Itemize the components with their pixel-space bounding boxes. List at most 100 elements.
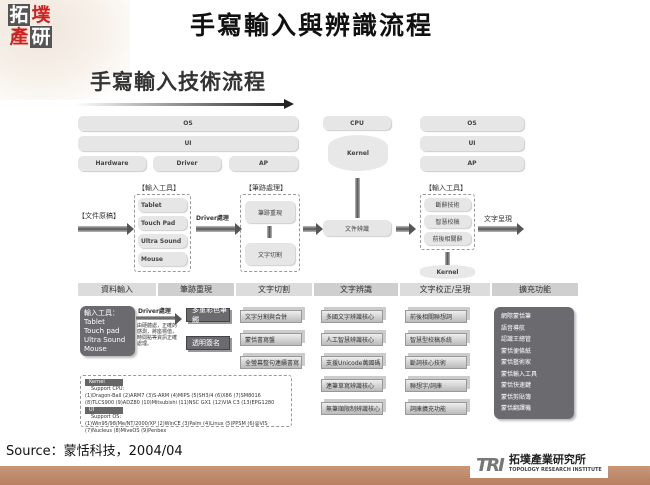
input-tools-title: 輸入工具： xyxy=(84,309,119,317)
driver-description: 由硬體處，正確的感測，將座標值，時間點等資訊正確處理。 xyxy=(137,323,178,347)
flow-arrow-icon xyxy=(78,223,134,235)
kernel-bottom-cylinder: Kernel xyxy=(420,265,475,279)
extension-item: 蒙恬剪貼簿 xyxy=(501,393,532,401)
hardware-layer: Hardware xyxy=(78,156,146,171)
segmentation-item: 蒙恬書寫盤 xyxy=(240,333,302,346)
tri-mark: TRI xyxy=(476,454,505,476)
stage-header-correction: 文字校正/呈現 xyxy=(400,283,490,296)
bidirectional-arrow-icon xyxy=(445,252,450,266)
word-segmentation: 斷辭技術 xyxy=(424,198,471,211)
recognition-item: 人工智慧辨識核心 xyxy=(321,333,383,346)
diagram-subtitle: 手寫輸入技術流程 xyxy=(90,69,266,94)
recognition-item: 連筆草寫辨識核心 xyxy=(321,379,383,392)
flow-arrow-icon xyxy=(136,313,182,325)
right-ap-layer: AP xyxy=(420,156,524,171)
down-arrow-icon xyxy=(267,226,272,238)
tri-footer-logo: TRI 拓墣產業研究所 TOPOLOGY RESEARCH INSTITUTE xyxy=(470,452,608,478)
support-cpu-line: (8)TLCS900 (9)ADZ80 (10)Mitsubishi (11)N… xyxy=(85,400,275,406)
right-tools-group xyxy=(420,194,475,250)
extension-item: 蒙恬輸入工具 xyxy=(501,370,538,378)
logo-char: 拓 xyxy=(8,4,30,26)
source-caption: Source：蒙恬科技，2004/04 xyxy=(6,444,183,459)
stroke-processing-label: 【筆跡處理】 xyxy=(245,184,287,192)
support-os-title: Support OS: xyxy=(91,414,122,420)
recognition-item: 多國文字辨識核心 xyxy=(321,310,383,323)
extension-item: 蒙恬翻譯機 xyxy=(501,405,532,412)
tri-name-en: TOPOLOGY RESEARCH INSTITUTE xyxy=(508,467,602,473)
tool-ultra-sound: Ultra Sound xyxy=(138,234,187,248)
extension-item: 蒙恬便條紙 xyxy=(501,347,532,355)
correction-item: 聯想字/詞庫 xyxy=(405,379,467,392)
tool-mouse: Mouse xyxy=(138,252,187,266)
context-words: 前後相關辭 xyxy=(424,232,471,245)
tool-tablet: Tablet xyxy=(138,198,187,212)
extension-item: 網際蒙恬筆 xyxy=(501,313,532,320)
smart-proofreading: 智慧校稿 xyxy=(424,215,471,228)
input-tool: Ultra Sound xyxy=(84,336,126,344)
input-tool: Tablet xyxy=(84,318,105,326)
ap-layer: AP xyxy=(229,156,298,171)
right-ui-layer: UI xyxy=(420,136,524,151)
driver-processing-label-2: Driver處理 xyxy=(138,308,171,315)
ui-tag: UI xyxy=(85,407,123,414)
stage-header-recognition: 文字辨識 xyxy=(314,283,398,296)
extension-item: 蒙恬快速鍵 xyxy=(501,382,532,389)
input-tool: Touch pad xyxy=(84,327,120,335)
recognition-item: 無筆順限制辨識核心 xyxy=(321,402,383,415)
kernel-cylinder: Kernel xyxy=(328,135,388,171)
source-document-label: 【文件原稿】 xyxy=(78,212,120,220)
extension-item: 蒙恬藝術家 xyxy=(501,359,532,366)
segmentation-item: 文字分割與合併 xyxy=(240,310,302,323)
flow-arrow-icon xyxy=(396,223,416,235)
recognition-item: 支援Unicode萬國碼 xyxy=(321,356,383,369)
document-recognition: 文件辨識 xyxy=(323,220,391,236)
support-cpu-line: (1)Dragon-Ball (2)ARM7 (3)S-ARM (4)MIPS … xyxy=(85,393,261,399)
extension-item: 語音導航 xyxy=(501,324,526,332)
data-input-box: 輸入工具： Tablet Touch pad Ultra Sound Mouse xyxy=(80,306,135,356)
extensions-box: 網際蒙恬筆 語音導航 認識王總管 蒙恬便條紙 蒙恬藝術家 蒙恬輸入工具 蒙恬快速… xyxy=(494,307,574,419)
title-arrow-icon xyxy=(284,99,294,109)
support-os-line: (7)Nucleus (8)MiveOS (9)Penbex xyxy=(85,428,167,434)
flow-arrow-icon xyxy=(196,223,242,235)
transparent-signature: 透明簽名 xyxy=(186,336,230,350)
extension-item: 認識王總管 xyxy=(501,336,532,343)
correction-item: 斷詞核心技術 xyxy=(405,356,467,369)
left-os-layer: OS xyxy=(78,116,298,131)
input-tools-group xyxy=(134,194,191,272)
text-segmentation: 文字切割 xyxy=(245,243,295,265)
stage-header-stroke: 筆跡重現 xyxy=(158,283,234,296)
support-os-line: (1)Win95/98/Me/NT/2000/XP (2)WinCE (3)Pa… xyxy=(85,421,268,427)
stage-header-segmentation: 文字切割 xyxy=(236,283,312,296)
tool-touch-pad: Touch Pad xyxy=(138,216,187,230)
multi-color-stroke: 多重彩色筆觸 xyxy=(186,306,230,324)
tri-name: 拓墣產業研究所 TOPOLOGY RESEARCH INSTITUTE xyxy=(509,454,602,476)
title-underline xyxy=(75,103,287,106)
correction-item: 智慧型校稿系統 xyxy=(405,333,467,346)
stage-header-data-input: 資料輸入 xyxy=(78,283,156,296)
flow-arrow-icon xyxy=(303,223,323,235)
text-output-label: 文字呈現 xyxy=(484,215,512,223)
logo-char: 墣 xyxy=(30,4,52,26)
correction-item: 詞庫擴充功能 xyxy=(405,402,467,415)
correction-item: 前後相關聯想詞 xyxy=(405,310,467,323)
tri-logo: 拓 墣 產 研 xyxy=(8,4,52,48)
stroke-reproduce: 筆跡重現 xyxy=(245,201,295,223)
logo-char: 產 xyxy=(8,26,30,48)
flow-arrow-icon xyxy=(478,223,524,235)
right-input-tools-label: 【輸入工具】 xyxy=(425,184,467,192)
stage-header-extensions: 擴充功能 xyxy=(492,283,578,296)
support-info-box: Kernel Support CPU: (1)Dragon-Ball (2)AR… xyxy=(80,375,292,434)
driver-layer: Driver xyxy=(153,156,221,171)
left-ui-layer: UI xyxy=(78,136,298,151)
stroke-processing-group xyxy=(240,194,300,272)
support-cpu-title: Support CPU: xyxy=(91,386,125,392)
segmentation-item: 全螢幕整句連續書寫 xyxy=(240,356,302,369)
driver-processing-label: Driver處理 xyxy=(196,215,229,222)
tri-name-zh: 拓墣產業研究所 xyxy=(508,453,586,466)
bidirectional-arrow-icon xyxy=(355,178,360,218)
cpu-layer: CPU xyxy=(323,116,391,130)
right-os-layer: OS xyxy=(420,116,524,131)
kernel-tag: Kernel xyxy=(85,379,123,386)
input-tool: Mouse xyxy=(84,345,107,353)
page-title: 手寫輸入與辨識流程 xyxy=(190,11,434,40)
